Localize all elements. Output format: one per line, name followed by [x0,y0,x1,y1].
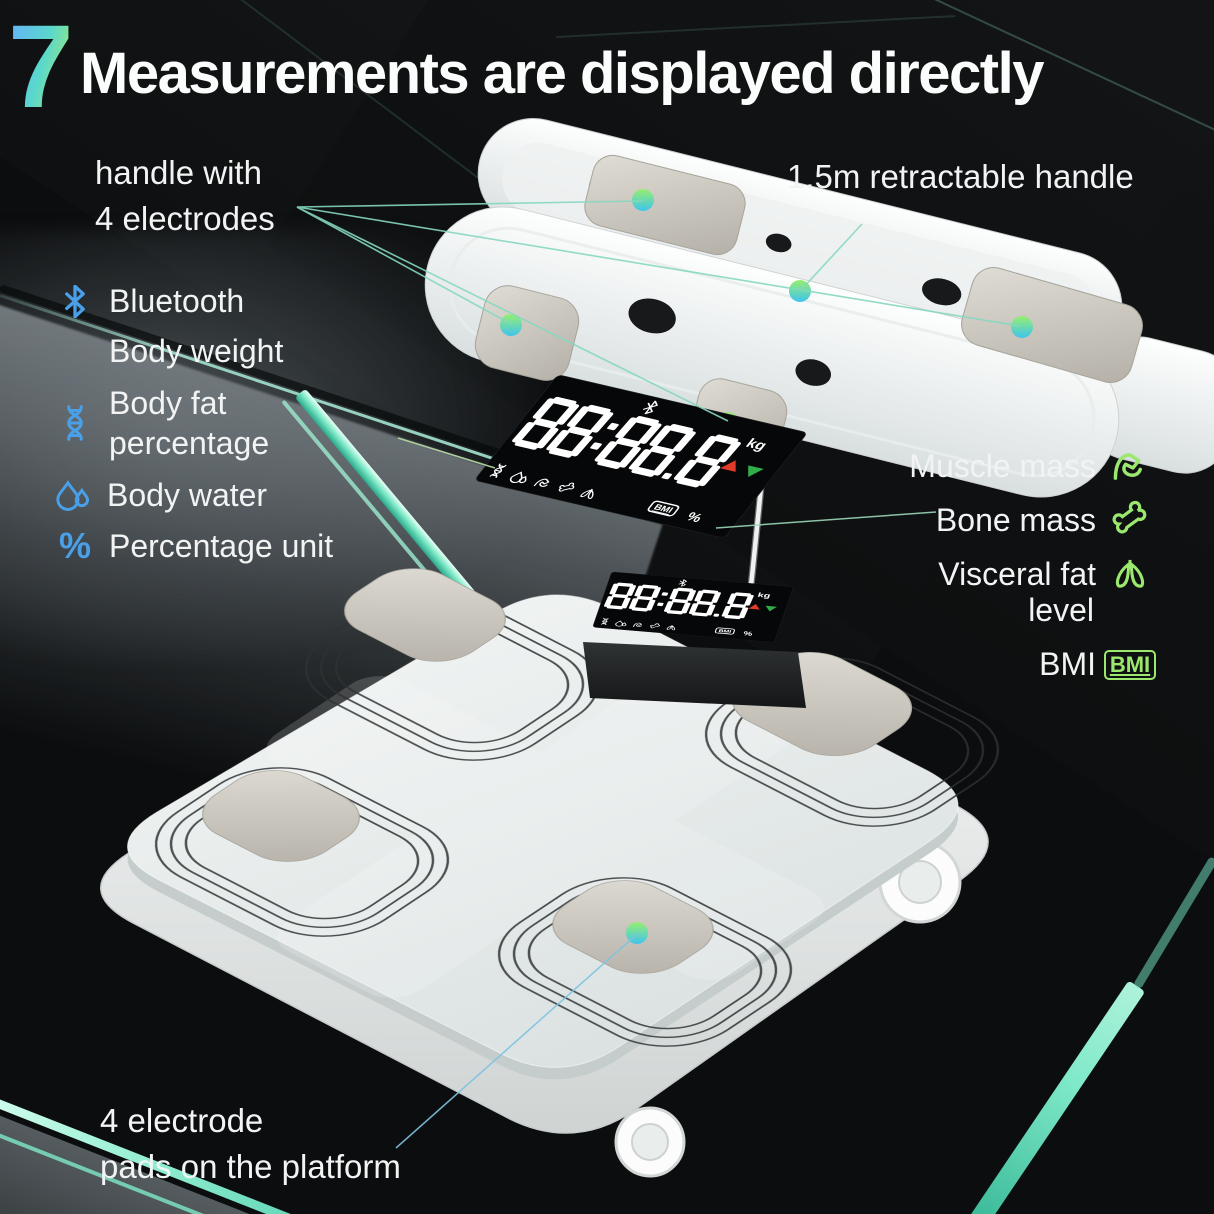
feature-label: Body fat percentage [109,385,270,461]
lungs-icon [666,625,676,631]
feature-label: Bone mass [935,501,1096,538]
bmi-badge-icon: BMI [1103,649,1157,680]
dna-icon [601,617,609,626]
callout-platform-pads: 4 electrode pads on the platform [100,1102,401,1185]
feature-label: Muscle mass [909,448,1096,484]
bluetooth-icon [636,399,662,419]
headline-number: 7 [8,1,74,133]
display-icon-row [485,462,603,502]
lungs-icon [580,488,594,499]
water-drops-icon [615,620,627,627]
feature-bone-mass: Bone mass [936,500,1150,540]
lungs-icon [1110,557,1150,592]
feature-label: Body weight [109,333,284,369]
scale-display-small: kg BMI % [592,572,794,643]
handle-electrode-plates [474,154,1143,462]
feature-body-water: Body water [53,477,267,514]
feature-label: Percentage unit [109,527,334,564]
bone-icon [1110,500,1150,540]
feature-visceral-fat-level: level [1028,592,1094,628]
water-drops-icon [509,471,527,484]
feature-bluetooth: Bluetooth [55,283,244,320]
feature-bmi: BMI BMI [1039,646,1157,683]
bluetooth-icon [55,285,95,318]
callout-retractable-handle: 1.5m retractable handle [787,158,1134,195]
bone-icon [558,482,575,492]
feature-body-weight: Body weight [109,333,283,370]
muscle-icon [632,622,642,627]
feature-body-fat: Body fat percentage [55,383,269,463]
feature-label: Visceral fat [938,556,1096,592]
feature-visceral-fat: Visceral fat [938,556,1150,593]
callout-handle-electrodes: handle with 4 electrodes [95,154,275,237]
muscle-icon [1110,449,1150,484]
feature-label: Body water [107,477,268,513]
muscle-icon [533,478,550,487]
display-bezel [583,642,806,708]
scale-display-large: kg BMI % [475,375,807,538]
page-title: Measurements are displayed directly [80,41,1044,106]
bluetooth-icon [676,579,688,589]
dna-icon [489,463,507,479]
feature-label: BMI [1039,646,1096,682]
dna-icon [55,404,95,442]
display-icon-row [598,617,678,631]
percent-icon: % [58,525,91,566]
water-drops-icon [53,480,93,511]
feature-label: Bluetooth [109,283,245,319]
feature-muscle-mass: Muscle mass [909,448,1150,485]
bone-icon [650,623,660,629]
feature-percentage-unit: % Percentage unit [55,525,333,567]
